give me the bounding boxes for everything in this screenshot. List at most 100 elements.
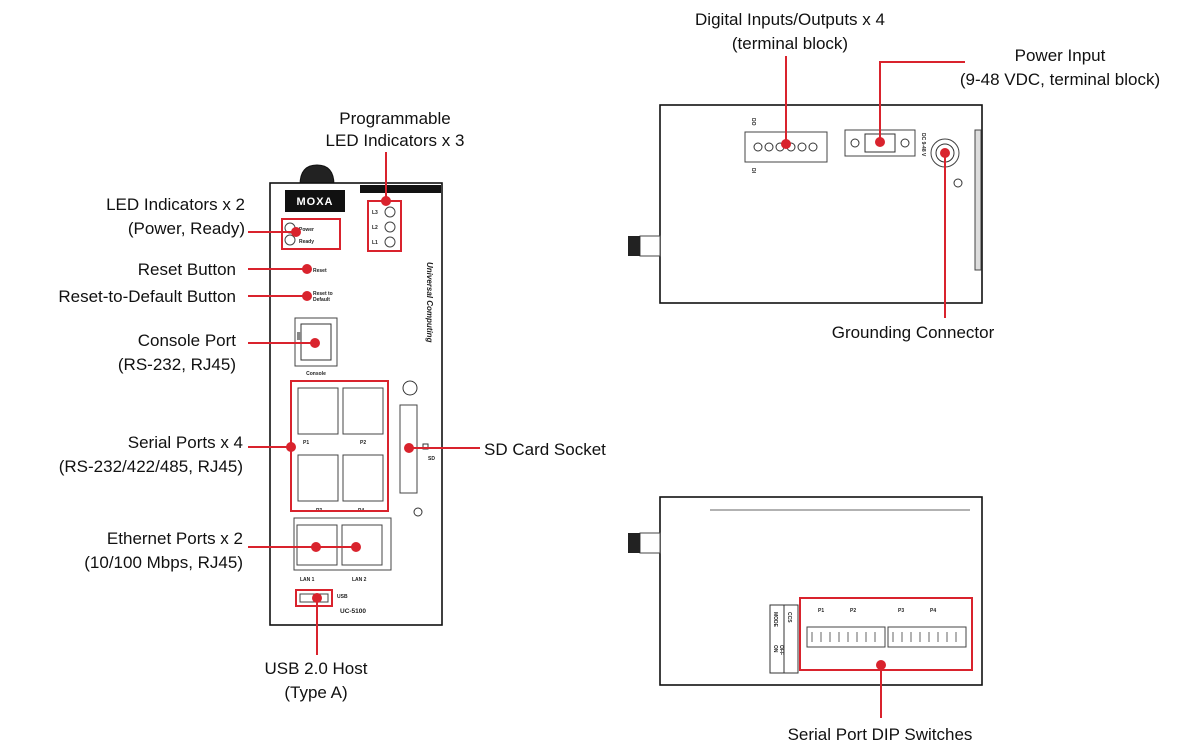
dip-on-label: ON [772, 645, 778, 653]
dot-console [310, 338, 320, 348]
leader-power [879, 61, 965, 142]
label-dip: Serial Port DIP Switches [788, 725, 973, 744]
label-sd-card: SD Card Socket [484, 440, 606, 459]
serial-port-p1 [297, 387, 339, 435]
console-port-latch [297, 332, 301, 340]
label-prog-led-2: LED Indicators x 3 [326, 131, 465, 150]
led-indicators-highlight [281, 218, 341, 250]
dio-pin-1-icon [753, 142, 763, 152]
dio-pin-5-icon [797, 142, 807, 152]
din-clip-icon [299, 164, 335, 186]
dot-ethernet-2 [351, 542, 361, 552]
top-knob-outer [639, 235, 661, 257]
side-hole-small-icon [413, 507, 423, 517]
dot-reset [302, 264, 312, 274]
dot-reset-default [302, 291, 312, 301]
side-hole-icon [402, 380, 418, 396]
callout-leaders [248, 56, 965, 718]
led-l1-label: L1 [372, 240, 378, 246]
usb-label: USB [337, 594, 348, 600]
label-led-indicators-1: LED Indicators x 2 [106, 195, 245, 214]
do-label: DO [750, 118, 756, 126]
ethernet-port-lan2 [341, 524, 383, 566]
label-dio-2: (terminal block) [732, 34, 848, 53]
moxa-logo [285, 190, 345, 212]
label-reset-default: Reset-to-Default Button [58, 287, 236, 306]
top-view-edge [974, 129, 982, 271]
dot-dio [781, 139, 791, 149]
power-led-label: Power [299, 227, 314, 233]
lan1-label: LAN 1 [300, 577, 315, 583]
dio-pin-2-icon [764, 142, 774, 152]
serial-port-p4 [342, 454, 384, 502]
model-label: UC-5100 [340, 608, 366, 615]
p2-label: P2 [360, 440, 366, 446]
dot-ethernet-1 [311, 542, 321, 552]
dip-switch-ticks [811, 632, 957, 642]
default-label: Default [313, 297, 330, 303]
dip-p4-label: P4 [930, 608, 936, 614]
ready-led-icon [284, 234, 296, 246]
usb-highlight [295, 589, 333, 607]
label-led-indicators-2: (Power, Ready) [128, 219, 245, 238]
top-view: DO DI DC 9-48 V [628, 104, 983, 304]
dot-serial [286, 442, 296, 452]
label-ethernet-2: (10/100 Mbps, RJ45) [84, 553, 243, 572]
bottom-knob-outer [639, 532, 661, 554]
dip-highlight [799, 597, 973, 671]
dip-mode-label: MODE [772, 612, 778, 628]
dot-dip [876, 660, 886, 670]
serial-port-p3 [297, 454, 339, 502]
lan2-label: LAN 2 [352, 577, 367, 583]
di-label: DI [750, 168, 756, 174]
dot-led-indicators [291, 227, 301, 237]
reset-label: Reset [313, 268, 327, 274]
l3-led-icon [384, 206, 396, 218]
label-reset-button: Reset Button [138, 260, 236, 279]
dip-p3-label: P3 [898, 608, 904, 614]
bottom-knob-icon [628, 533, 640, 553]
serial-port-p2 [342, 387, 384, 435]
power-screw-right-icon [900, 138, 910, 148]
top-knob-icon [628, 236, 640, 256]
ground-symbol-icon [953, 178, 963, 188]
dip-p1-label: P1 [818, 608, 824, 614]
power-screw-left-icon [850, 138, 860, 148]
led-l3-label: L3 [372, 210, 378, 216]
label-usb-1: USB 2.0 Host [265, 659, 368, 678]
label-prog-led-1: Programmable [339, 109, 451, 128]
label-grounding: Grounding Connector [832, 323, 995, 342]
dip-bank-right [887, 626, 967, 648]
console-label: Console [306, 371, 326, 377]
label-serial-1: Serial Ports x 4 [128, 433, 243, 452]
reset-to-label: Reset to [313, 291, 333, 297]
dot-sd [404, 443, 414, 453]
dot-power [875, 137, 885, 147]
dip-off-label: OFF [778, 645, 784, 655]
top-strip [360, 185, 441, 193]
l1-led-icon [384, 236, 396, 248]
label-power-1: Power Input [1015, 46, 1106, 65]
dot-prog-led [381, 196, 391, 206]
dip-p2-label: P2 [850, 608, 856, 614]
ready-led-label: Ready [299, 239, 314, 245]
dc-label: DC 9-48 V [920, 133, 926, 157]
dot-grounding [940, 148, 950, 158]
dot-usb [312, 593, 322, 603]
led-l2-label: L2 [372, 225, 378, 231]
label-console-1: Console Port [138, 331, 237, 350]
sd-label: SD [428, 456, 435, 462]
vertical-brand-text: Universal Computing [425, 262, 434, 343]
dio-pin-6-icon [808, 142, 818, 152]
bottom-view: MODE CCS ON OFF P1 P2 P3 P4 [628, 496, 983, 686]
dip-bank-left [806, 626, 886, 648]
label-usb-2: (Type A) [284, 683, 347, 702]
label-dio-1: Digital Inputs/Outputs x 4 [695, 10, 885, 29]
label-ethernet-1: Ethernet Ports x 2 [107, 529, 243, 548]
dip-ccs-label: CCS [786, 612, 792, 623]
brand-text: MOXA [297, 196, 334, 208]
bottom-view-body [659, 496, 983, 686]
l2-led-icon [384, 221, 396, 233]
